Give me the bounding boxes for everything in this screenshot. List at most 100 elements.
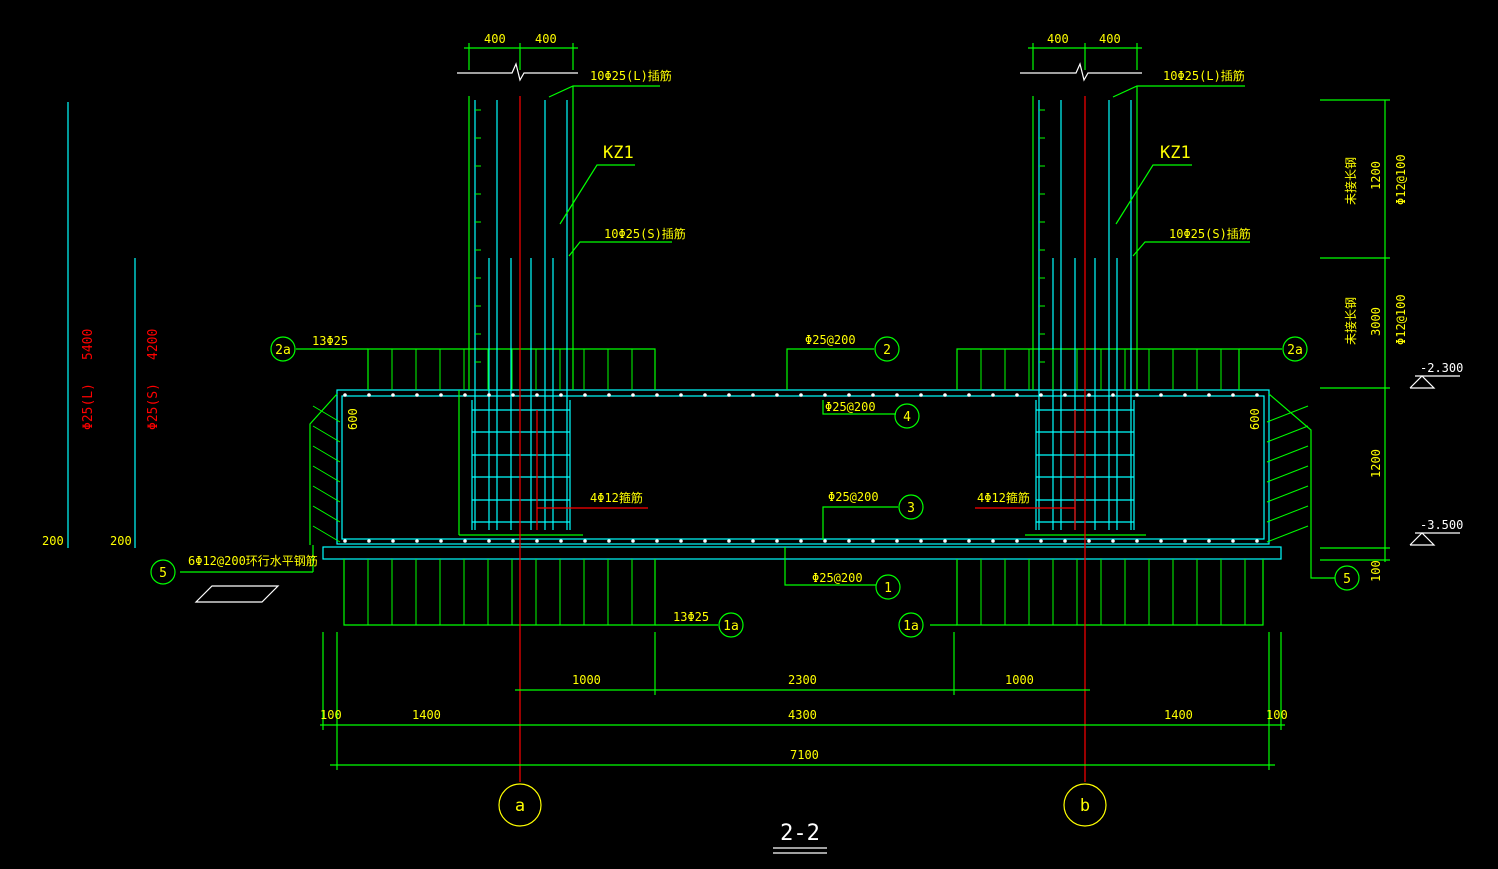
label-leaders	[180, 85, 1282, 626]
rebar-dot	[1039, 539, 1043, 543]
slope-hatch-left	[312, 405, 341, 423]
top-column-dims	[464, 43, 1142, 70]
slope-hatch-right	[1266, 485, 1309, 503]
slope-hatch-right	[1266, 525, 1309, 543]
right-text-lower-a: 未接长钢	[1343, 297, 1358, 345]
rebar-dot	[511, 539, 515, 543]
rebar-dot	[439, 393, 443, 397]
label-kz1-left: KZ1	[603, 143, 634, 163]
rebar-dot	[583, 539, 587, 543]
rebar-dot	[463, 393, 467, 397]
level-upper: -2.300	[1420, 361, 1463, 375]
column-left-outline	[458, 86, 574, 535]
marker-1a-left-label: 1a	[723, 619, 739, 634]
rebar-dot	[1111, 393, 1115, 397]
left-bar1-size: Φ25(L)	[81, 383, 96, 430]
rebar-dot	[943, 393, 947, 397]
rebar-dot	[1207, 539, 1211, 543]
dim-row2-b: 1400	[412, 708, 441, 722]
rebar-dot	[1015, 539, 1019, 543]
rebar-dot	[415, 393, 419, 397]
rebar-dot	[655, 539, 659, 543]
rebar-dot	[919, 393, 923, 397]
dim-total: 7100	[790, 748, 819, 762]
rebar-dot	[1159, 393, 1163, 397]
rebar-dot	[823, 539, 827, 543]
rebar-dot	[679, 393, 683, 397]
dim-row2-e: 100	[1266, 708, 1288, 722]
rebar-dot	[1231, 539, 1235, 543]
right-text-upper-b: Φ12@100	[1394, 154, 1408, 205]
break-line-left	[457, 62, 578, 82]
marker-2a-right	[1282, 336, 1308, 362]
rebar-dot	[847, 393, 851, 397]
slope-hatch-left	[312, 445, 341, 463]
right-dim-1: 1200	[1369, 161, 1383, 190]
rebar-dot	[367, 393, 371, 397]
rebar-dot	[391, 393, 395, 397]
marker-5-right	[1334, 565, 1360, 591]
marker-4-label: 4	[903, 410, 911, 425]
dim-row1-a: 1000	[572, 673, 601, 687]
rebar-dot	[967, 393, 971, 397]
break-line-right	[1020, 62, 1142, 82]
rebar-dot	[607, 539, 611, 543]
rebar-dot	[559, 539, 563, 543]
side-slope-right	[1268, 393, 1335, 579]
slope-hatch-right	[1266, 465, 1309, 483]
slope-hatch-left	[312, 525, 341, 543]
dim-row2-a: 100	[320, 708, 342, 722]
marker-1-label: 1	[884, 581, 892, 596]
rebar-dot	[991, 393, 995, 397]
rebar-dot	[535, 393, 539, 397]
rebar-dot	[991, 539, 995, 543]
rebar-dot	[1159, 539, 1163, 543]
side-dim-right: 600	[1248, 408, 1262, 430]
rebar-dot	[391, 539, 395, 543]
rebar-dot	[535, 539, 539, 543]
rebar-dot	[1183, 393, 1187, 397]
rebar-dot	[775, 393, 779, 397]
label-stirrup-right: 4Φ12箍筋	[977, 490, 1030, 505]
marker-2a-left	[270, 336, 296, 362]
top-bar-group-right	[956, 348, 1240, 390]
axis-lines	[519, 96, 1086, 782]
axis-a-label: a	[515, 796, 525, 816]
marker-3-label: 3	[907, 501, 915, 516]
rebar-dot	[1135, 393, 1139, 397]
rebar-dot	[703, 539, 707, 543]
marker-2	[874, 336, 900, 362]
dim-top-left-b: 400	[535, 32, 557, 46]
rebar-dot	[727, 539, 731, 543]
marker-1a-left	[718, 612, 744, 638]
bottom-dimensions	[320, 632, 1285, 770]
dim-row1-b: 2300	[788, 673, 817, 687]
stirrup-grid-left	[471, 400, 571, 530]
right-dim-2: 3000	[1369, 307, 1383, 336]
rebar-dot	[679, 539, 683, 543]
rebar-dot	[367, 539, 371, 543]
left-hook-2: 200	[110, 534, 132, 548]
rebar-dot	[943, 539, 947, 543]
section-ref-parallelogram	[194, 585, 280, 603]
slope-hatch-left	[312, 505, 341, 523]
label-col-s-left: 10Φ25(S)插筋	[604, 226, 686, 241]
blinding-layer	[322, 546, 1282, 560]
rebar-dot	[703, 393, 707, 397]
right-dimension-chain	[1320, 99, 1390, 562]
column-right-outline	[1032, 86, 1138, 390]
dim-row1-c: 1000	[1005, 673, 1034, 687]
rebar-dot	[343, 393, 347, 397]
rebar-dot	[1255, 393, 1259, 397]
rebar-dot	[583, 393, 587, 397]
rebar-dot	[799, 393, 803, 397]
rebar-dot	[1087, 539, 1091, 543]
axis-a-circle	[498, 783, 542, 827]
rebar-dot	[823, 393, 827, 397]
right-text-lower-b: Φ12@100	[1394, 294, 1408, 345]
rebar-dot	[1111, 539, 1115, 543]
slope-hatch-right	[1266, 445, 1309, 463]
rebar-dot	[1063, 539, 1067, 543]
marker-2a-left-label: 2a	[275, 343, 291, 358]
axis-b-circle	[1063, 783, 1107, 827]
